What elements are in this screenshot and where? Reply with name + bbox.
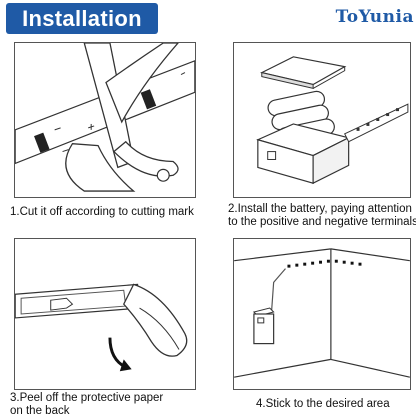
wall-corner-strip-icon — [234, 239, 410, 389]
step-1-caption: 1.Cut it off according to cutting mark — [10, 206, 194, 219]
page-title: Installation — [22, 6, 142, 32]
step-3-caption: 3.Peel off the protective paper on the b… — [10, 392, 163, 418]
brand-logo: ToYunia — [311, 7, 414, 31]
step-4-panel — [233, 238, 411, 390]
peel-backing-icon — [15, 239, 195, 389]
scissors-cutting-strip-icon — [15, 43, 195, 197]
header-badge: Installation — [6, 3, 158, 34]
battery-box-icon — [234, 43, 410, 197]
step-2-panel — [233, 42, 411, 198]
step-2-caption: 2.Install the battery, paying attention … — [228, 203, 416, 229]
step-3-panel — [14, 238, 196, 390]
step-1-panel — [14, 42, 196, 198]
step-4-caption: 4.Stick to the desired area — [256, 398, 390, 411]
